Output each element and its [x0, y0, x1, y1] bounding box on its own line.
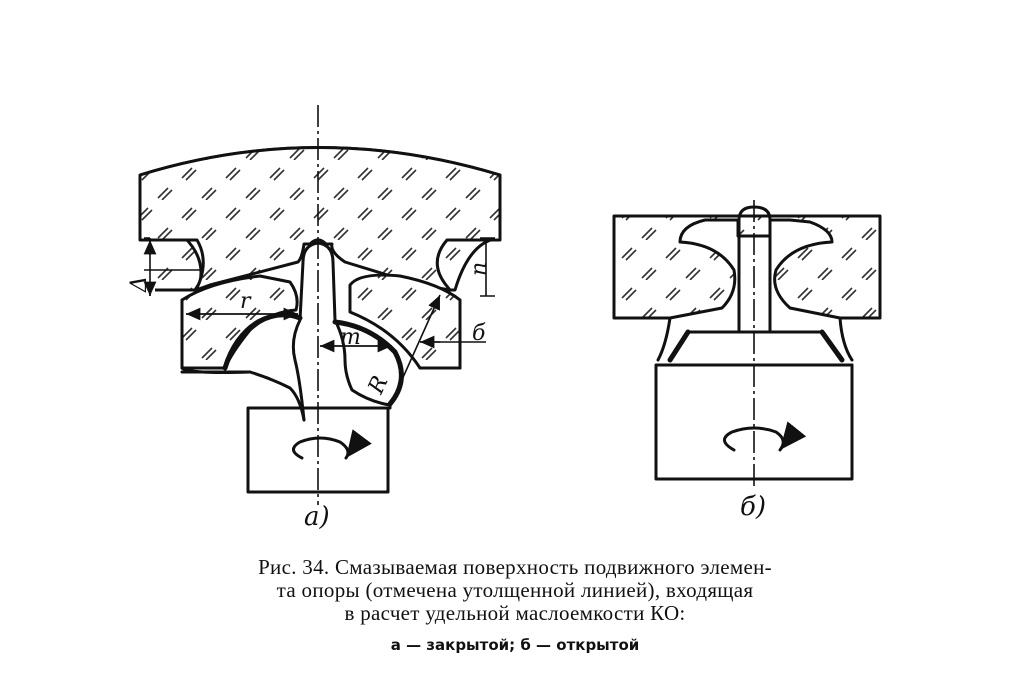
- caption-line-1: Рис. 34. Смазываемая поверхность подвижн…: [258, 555, 772, 579]
- label-R: R: [363, 372, 393, 398]
- label-fig-b: б): [740, 492, 766, 522]
- shaft-a-flange-left: [180, 370, 306, 422]
- neck-b: [656, 316, 854, 362]
- dimension-n: [480, 237, 495, 297]
- label-m: m: [340, 325, 361, 350]
- label-b-small: б: [472, 321, 486, 346]
- label-r: r: [240, 289, 252, 314]
- dimension-R: [391, 294, 441, 403]
- shaft-a: [291, 241, 392, 422]
- lubricated-line-right-a: [332, 319, 404, 407]
- label-fig-a: а): [304, 502, 330, 532]
- diagram-b-open: б): [612, 200, 882, 522]
- lower-body-right-a: [418, 298, 462, 370]
- lubricated-line-b: [667, 329, 845, 363]
- label-delta: Δ: [127, 276, 152, 293]
- label-n: n: [467, 262, 492, 276]
- rotation-arrow-icon: [723, 421, 807, 452]
- lower-body-left-a: [180, 298, 252, 374]
- caption-line-3: в расчет удельной маслоемкости КО:: [344, 601, 686, 625]
- figure-legend: а — закрытой; б — открытой: [390, 636, 640, 654]
- rotation-arrow-icon: [292, 429, 372, 460]
- lower-ring-right-a: [348, 273, 462, 370]
- figure-caption: Рис. 34. Смазываемая поверхность подвижн…: [180, 556, 850, 625]
- caption-line-2: та опоры (отмечена утолщенной линией), в…: [276, 578, 754, 602]
- top-bush-b: [612, 214, 882, 320]
- top-bush-a-body: [138, 146, 502, 292]
- diagram-a-closed: Δ r m R n б а): [127, 105, 502, 532]
